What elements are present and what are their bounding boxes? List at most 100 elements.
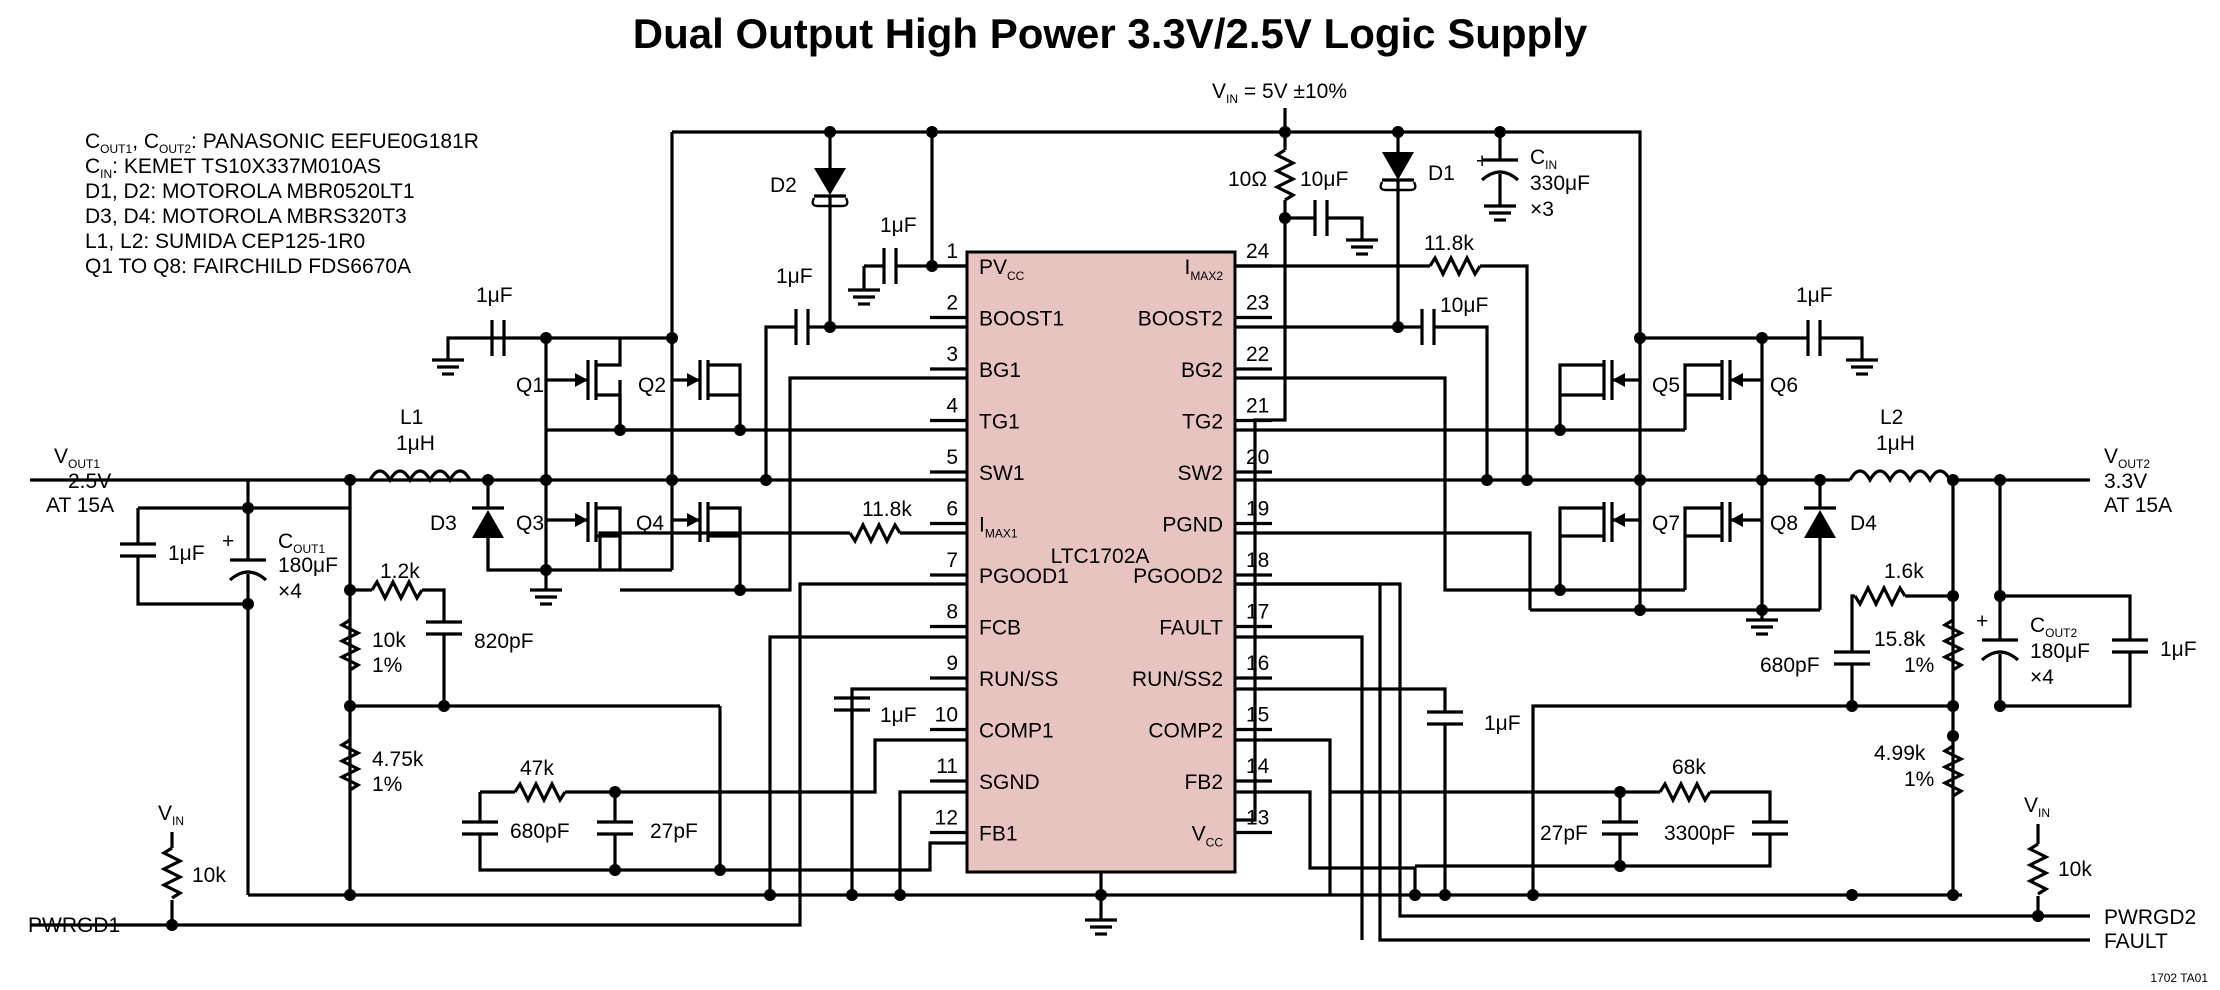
pin-number-17: 17 <box>1246 601 1269 624</box>
left-control-wires: 1μF 47k 680pF 27pF <box>462 635 967 895</box>
r-pull1-label: 10k <box>192 864 226 887</box>
cin-mult: ×3 <box>1530 198 1554 221</box>
pin-number-11: 11 <box>936 755 958 778</box>
pin-label-23: BOOST2 <box>1138 308 1223 331</box>
svg-text:+: + <box>1476 150 1488 173</box>
pin-number-6: 6 <box>946 498 958 521</box>
inductor-l1: L1 1μH <box>368 406 472 484</box>
c-680pf-1-label: 680pF <box>510 820 570 843</box>
pgood1-network: PWRGD1 VIN 10k <box>28 582 967 937</box>
vout2-value: 3.3V <box>2104 470 2147 493</box>
note-line-1: COUT1, COUT2: PANASONIC EEFUE0G181R <box>85 130 479 156</box>
boost2-network: 10μF <box>1235 294 1493 486</box>
c-820pf-label: 820pF <box>474 630 534 653</box>
mosfets-left: Q1 Q2 Q3 <box>370 338 967 606</box>
vin-label: VIN = 5V ±10% <box>1212 80 1347 106</box>
right-control-wires: PWRGD2 FAULT 1μF 68k 27pF 3300pF VIN 10k <box>1235 582 2196 953</box>
pin-label-5: SW1 <box>979 462 1025 485</box>
pin-label-20: SW2 <box>1177 462 1223 485</box>
pin-number-2: 2 <box>946 292 958 315</box>
svg-text:+: + <box>222 530 234 553</box>
cout1-mult: ×4 <box>278 580 302 603</box>
pin-label-14: FB2 <box>1184 771 1223 794</box>
vout2-rail: VOUT2 3.3V AT 15A 1μF + COUT2 180μF ×4 <box>1947 445 2197 895</box>
q7-label: Q7 <box>1652 512 1680 535</box>
c-1uf-q1-label: 1μF <box>476 284 513 307</box>
c-1uf-boost1-label: 1μF <box>776 265 813 288</box>
pin-number-19: 19 <box>1246 498 1269 521</box>
l2-value: 1μH <box>1876 432 1915 455</box>
q1-bias-cap: 1μF <box>432 284 678 376</box>
bg1-wire <box>620 376 967 592</box>
pin-label-3: BG1 <box>979 359 1021 382</box>
pin-number-12: 12 <box>935 807 958 830</box>
bg2-wire <box>1235 376 1685 592</box>
pin-label-1: PVCC <box>979 256 1025 283</box>
q1-label: Q1 <box>516 374 544 397</box>
diode-d4: D4 <box>1804 480 1877 610</box>
cout2-mult: ×4 <box>2030 666 2054 689</box>
mosfet-q6: Q6 <box>1683 338 1798 480</box>
r-4-75k-tol: 1% <box>372 773 402 796</box>
pin-number-7: 7 <box>946 549 958 572</box>
mosfet-q8: Q8 <box>1683 480 1798 610</box>
cout2-value: 180μF <box>2030 640 2090 663</box>
r-4-75k-label: 4.75k <box>372 748 424 771</box>
cin-capacitor: + CIN 330μF ×3 <box>1476 146 1590 222</box>
c-1uf-out2-label: 1μF <box>2160 638 2197 661</box>
pgnd-wire <box>1235 531 1532 610</box>
c-1uf-out1-label: 1μF <box>168 542 205 565</box>
pin-label-7: PGOOD1 <box>979 565 1069 588</box>
pin-label-21: TG2 <box>1182 411 1223 434</box>
figure-id: 1702 TA01 <box>2150 971 2208 985</box>
r-10k-label: 10k <box>372 629 406 652</box>
vin-pullup2: VIN <box>2024 794 2050 820</box>
pgood2-wire <box>1235 582 2090 918</box>
d2-label: D2 <box>770 174 797 197</box>
pin-number-10: 10 <box>935 704 958 727</box>
pin-label-13: VCC <box>1192 823 1224 850</box>
fb1-network: 1.2k 820pF 10k 1% 4.75k 1% <box>338 508 722 895</box>
mosfet-q4: Q4 <box>636 480 742 570</box>
fb2-network: 1.6k 680pF 15.8k 1% 4.99k 1% <box>1531 560 1965 895</box>
l2-name: L2 <box>1880 406 1903 429</box>
cin-label: CIN <box>1530 146 1557 172</box>
pin-number-5: 5 <box>946 446 958 469</box>
pin-label-9: RUN/SS <box>979 668 1058 691</box>
c-27pf-2-label: 27pF <box>1540 822 1588 845</box>
vout1-rail: VOUT1 2.5V AT 15A 1μF + COUT1 180μF ×4 <box>30 445 370 895</box>
pin-label-24: IMAX2 <box>1184 256 1223 283</box>
chip-name: LTC1702A <box>1051 545 1150 568</box>
pin-label-19: PGND <box>1162 514 1223 537</box>
pin-number-8: 8 <box>946 601 958 624</box>
mosfet-q1: Q1 <box>516 338 740 480</box>
component-notes: COUT1, COUT2: PANASONIC EEFUE0G181R CIN:… <box>85 130 479 278</box>
mosfet-q3: Q3 <box>516 480 622 570</box>
r-15-8k-tol: 1% <box>1904 654 1934 677</box>
inductor-l2: L2 1μH <box>1848 406 1952 484</box>
pin-label-4: TG1 <box>979 411 1020 434</box>
pin-label-17: FAULT <box>1159 617 1223 640</box>
pin-number-22: 22 <box>1246 343 1269 366</box>
vout1-current: AT 15A <box>46 494 114 517</box>
vin-pullup1: VIN <box>158 802 184 828</box>
vout1-label: VOUT1 <box>54 445 100 471</box>
pin-number-15: 15 <box>1246 704 1269 727</box>
pin-number-24: 24 <box>1246 240 1270 263</box>
svg-text:+: + <box>1976 610 1988 633</box>
r-15-8k-label: 15.8k <box>1874 628 1926 651</box>
pin-number-13: 13 <box>1246 807 1269 830</box>
c-3300pf-label: 3300pF <box>1664 822 1735 845</box>
q6-label: Q6 <box>1770 374 1798 397</box>
diode-d3: D3 <box>430 474 504 570</box>
r-4-99k-label: 4.99k <box>1874 742 1926 765</box>
q3-label: Q3 <box>516 512 544 535</box>
q2-label: Q2 <box>638 374 666 397</box>
cout1-value: 180μF <box>278 554 338 577</box>
c-1uf-runss-label: 1μF <box>880 704 917 727</box>
pwrgd2-label: PWRGD2 <box>2104 906 2196 929</box>
q5-label: Q5 <box>1652 374 1680 397</box>
pin-label-12: FB1 <box>979 823 1018 846</box>
c-680pf-2-label: 680pF <box>1760 654 1820 677</box>
r-10ohm-label: 10Ω <box>1228 168 1267 191</box>
